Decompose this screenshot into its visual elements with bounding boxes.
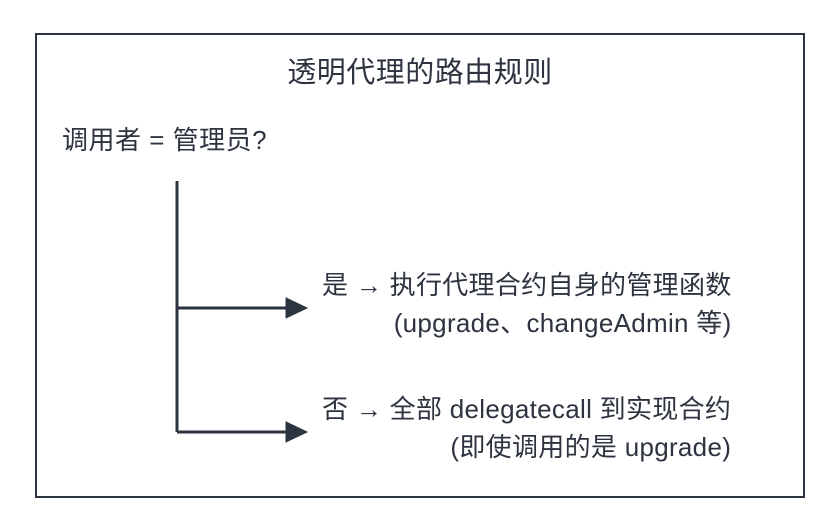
branch-no-sub-text: (即使调用的是 upgrade) [450,432,732,462]
branch-yes-sub-text: (upgrade、changeAdmin 等) [393,308,732,338]
branch-yes-main-text: 是 → 执行代理合约自身的管理函数 [322,270,732,300]
diagram-title: 透明代理的路由规则 [287,57,553,89]
decision-node-label: 调用者 = 管理员? [62,125,268,155]
branch-no-main-text: 否 → 全部 delegatecall 到实现合约 [322,394,732,424]
diagram-frame [35,33,805,498]
branch-yes-label: 是 → 执行代理合约自身的管理函数 (upgrade、changeAdmin 等… [322,266,732,342]
branch-no-label: 否 → 全部 delegatecall 到实现合约 (即使调用的是 upgrad… [322,390,731,466]
